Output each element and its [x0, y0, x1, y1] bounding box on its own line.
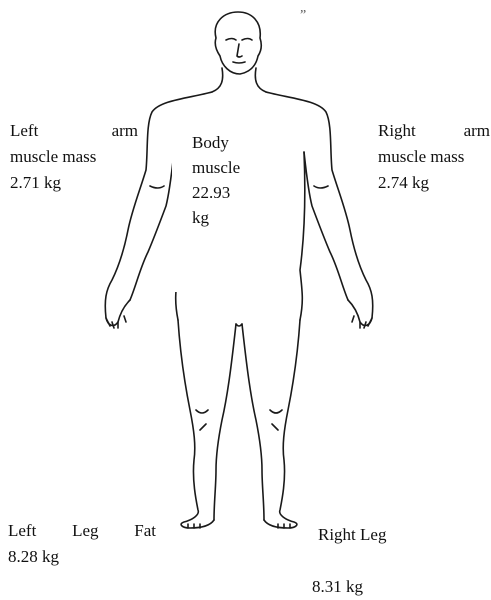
body-muscle-line3: 22.93	[192, 180, 262, 205]
head-outline	[215, 12, 261, 74]
right-leg-value-label: 8.31 kg	[312, 574, 412, 600]
crotch	[236, 324, 242, 326]
right-arm-line2: muscle mass	[378, 144, 490, 170]
neck	[212, 68, 266, 92]
right-arm-inner	[304, 152, 348, 300]
right-leg-value: 8.31 kg	[312, 574, 412, 600]
left-hand-fingers	[106, 316, 126, 328]
right-arm-word1: Right	[378, 118, 416, 144]
torso-right	[300, 152, 305, 320]
left-arm-value: 2.71 kg	[10, 170, 138, 196]
left-leg-inner	[214, 324, 236, 520]
brows	[226, 39, 252, 41]
left-leg-word3: Fat	[134, 518, 156, 544]
right-leg-title: Right Leg	[318, 522, 438, 548]
left-leg-word1: Left	[8, 518, 36, 544]
body-muscle-label: Body muscle 22.93 kg	[172, 122, 262, 292]
body-muscle-line2: muscle	[192, 155, 262, 180]
right-shoulder-arm	[266, 92, 373, 325]
stray-mark: ”	[300, 8, 306, 24]
body-muscle-line1: Body	[192, 130, 262, 155]
left-arm-word1: Left	[10, 118, 38, 144]
nose	[237, 44, 242, 57]
right-leg-inner	[242, 324, 264, 520]
left-leg-word2: Leg	[72, 518, 98, 544]
right-hand-fingers	[352, 316, 372, 328]
left-arm-muscle-label: Left arm muscle mass 2.71 kg	[10, 118, 138, 196]
left-arm-word2: arm	[112, 118, 138, 144]
left-arm-line2: muscle mass	[10, 144, 138, 170]
mouth	[233, 62, 245, 63]
right-leg-outer	[264, 320, 300, 528]
right-arm-value: 2.74 kg	[378, 170, 490, 196]
knee-marks	[196, 410, 282, 430]
right-leg-label: Right Leg	[318, 522, 438, 548]
body-muscle-line4: kg	[192, 205, 262, 230]
right-arm-muscle-label: Right arm muscle mass 2.74 kg	[378, 118, 490, 196]
left-leg-outer	[178, 320, 214, 528]
right-arm-word2: arm	[464, 118, 490, 144]
left-leg-fat-label: Left Leg Fat 8.28 kg	[8, 518, 156, 570]
left-leg-value: 8.28 kg	[8, 544, 156, 570]
